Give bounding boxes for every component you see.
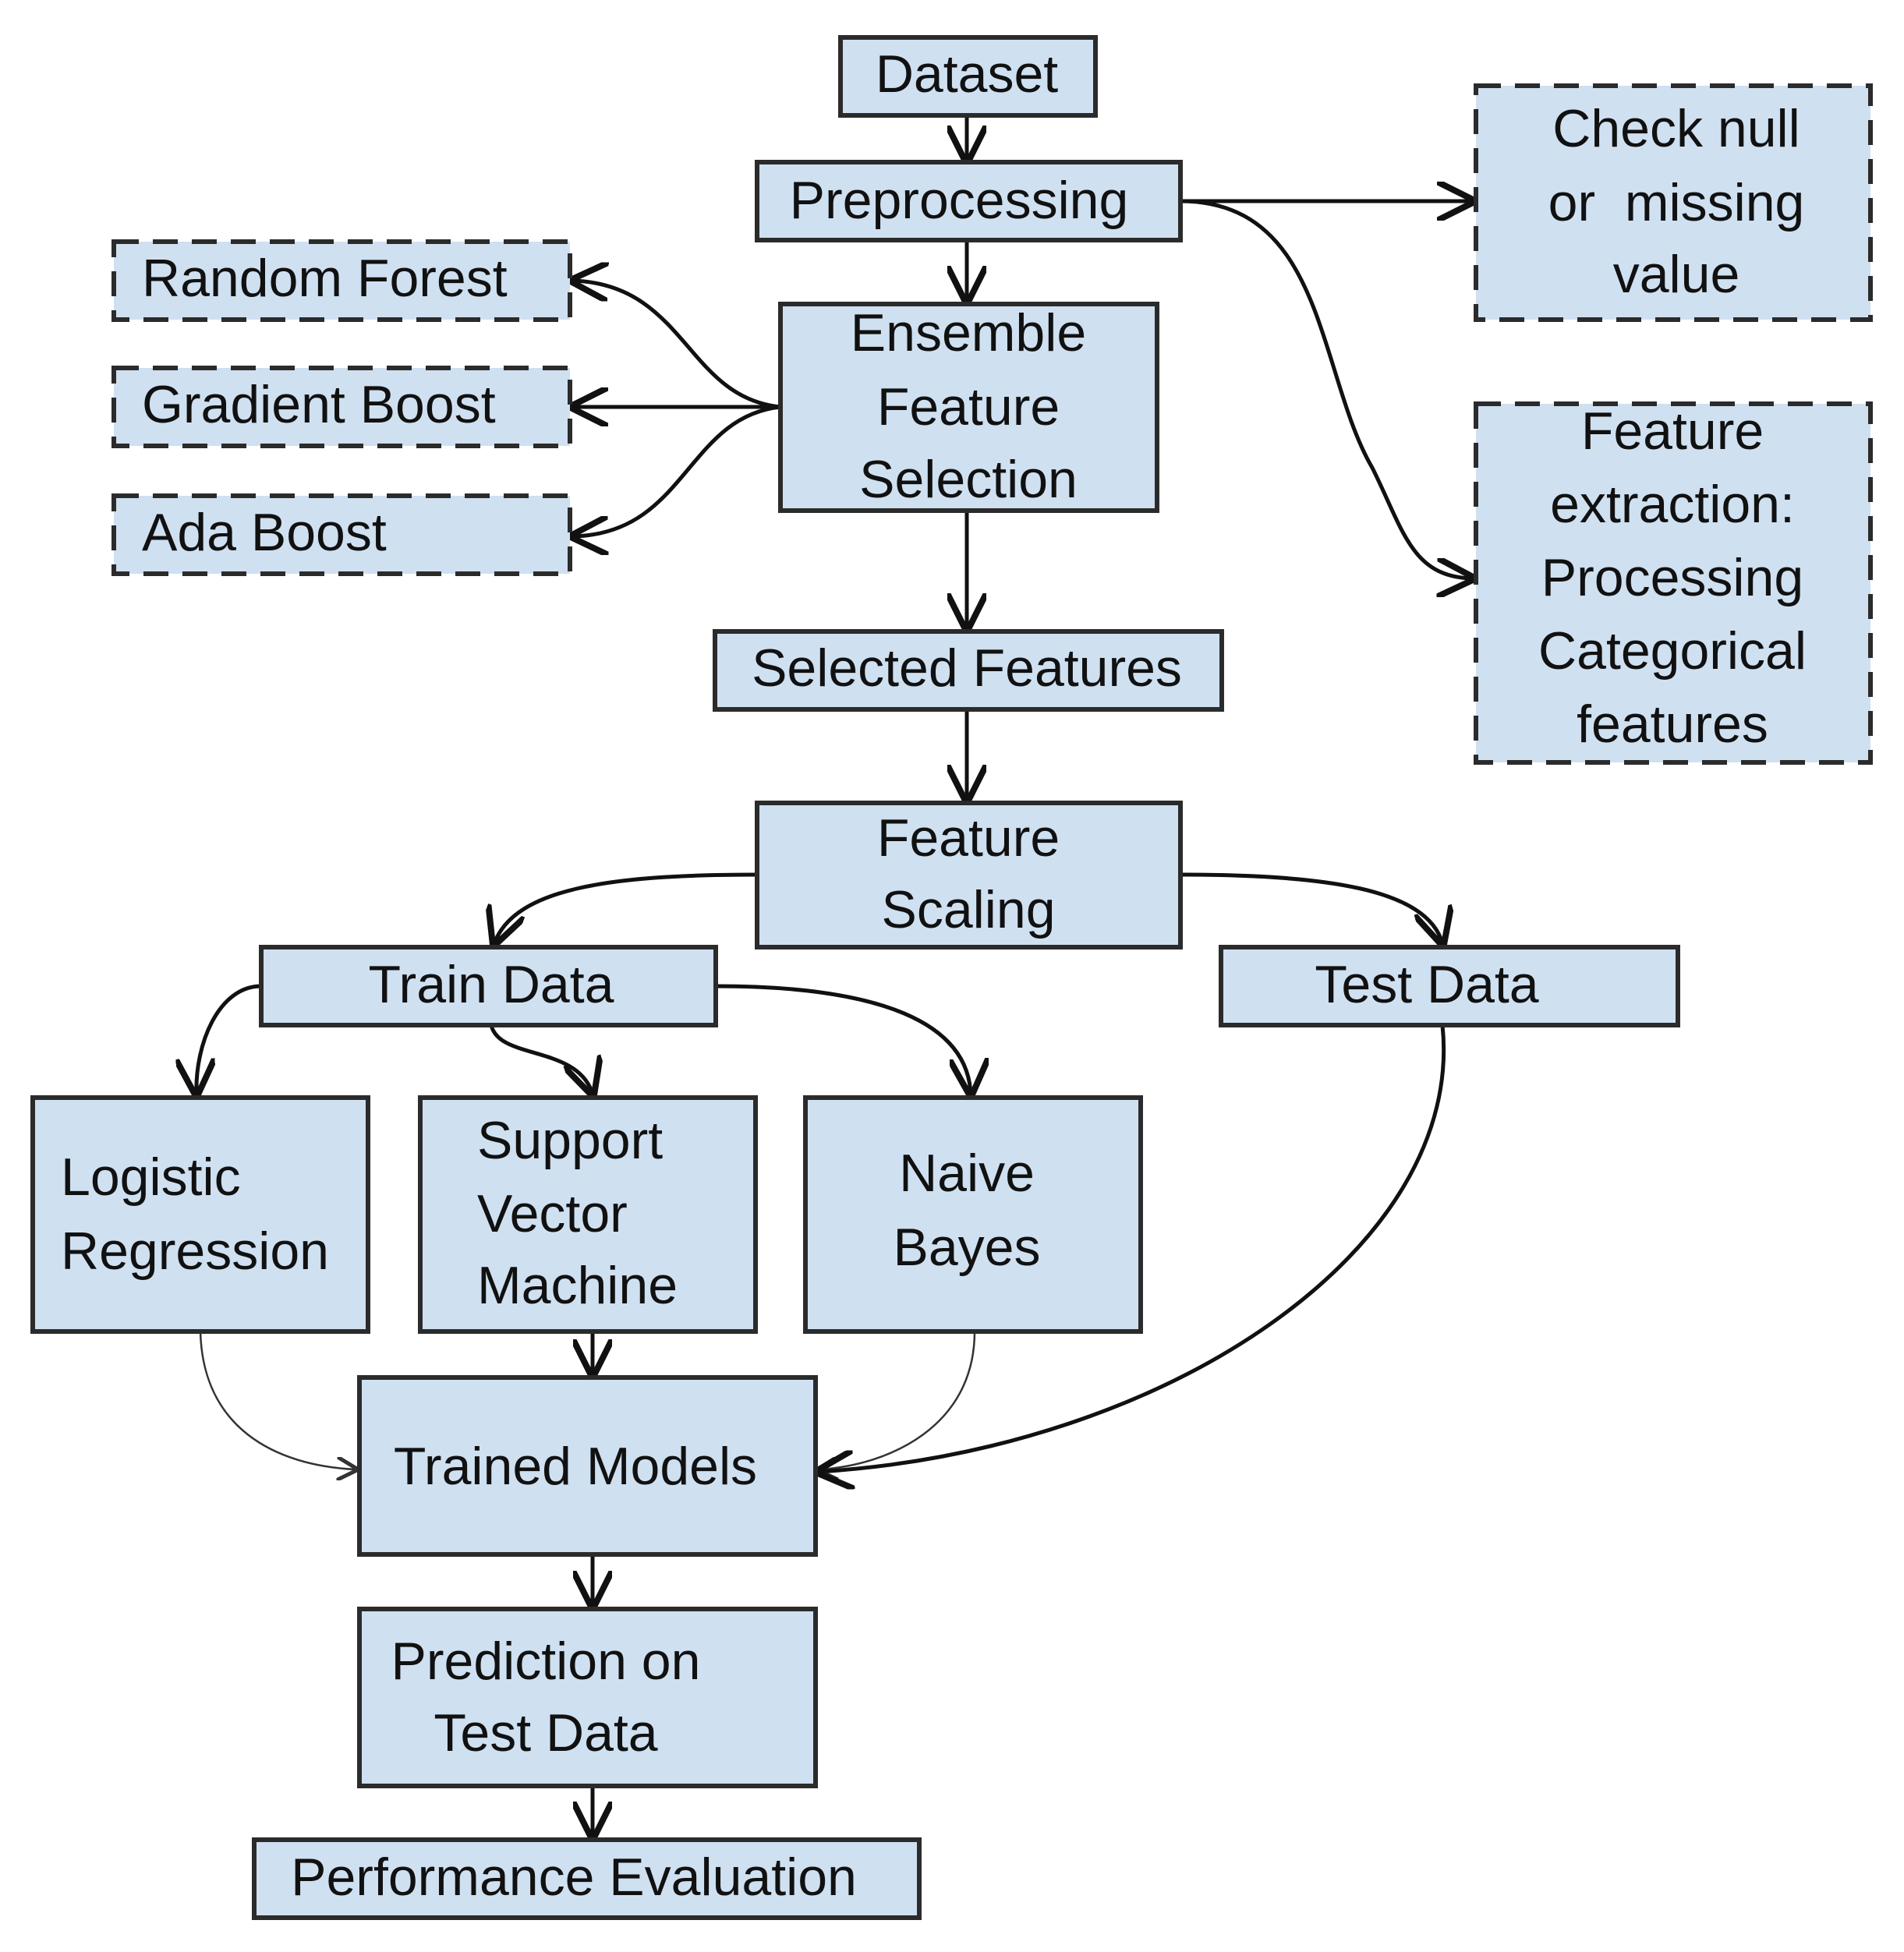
node-label-feature-extraction-line-4: Categorical bbox=[1538, 621, 1807, 681]
node-box-support-vector-machine bbox=[418, 1095, 758, 1334]
node-label-feature-scaling-line-2: Scaling bbox=[881, 880, 1055, 939]
node-label-gradient-boost-line-1: Gradient Boost bbox=[142, 375, 496, 434]
node-label-support-vector-machine-line-3: Machine bbox=[477, 1256, 678, 1315]
node-label-naive-bayes-line-1: Naive bbox=[899, 1144, 1035, 1203]
node-box-naive-bayes bbox=[803, 1095, 1143, 1334]
node-label-check-null-line-1: Check null bbox=[1552, 99, 1800, 158]
node-prediction-on-test-data: Prediction on Test Data bbox=[357, 1607, 818, 1788]
node-ada-boost: Ada Boost bbox=[111, 493, 572, 576]
node-box-preprocessing bbox=[755, 160, 1183, 242]
node-box-gradient-boost bbox=[111, 366, 572, 448]
node-box-train-data bbox=[259, 945, 718, 1027]
node-trained-models: Trained Models bbox=[357, 1375, 818, 1557]
node-dataset: Dataset bbox=[838, 35, 1098, 118]
node-label-check-null-line-2: or missing bbox=[1548, 173, 1805, 232]
node-label-dataset-line-1: Dataset bbox=[876, 44, 1058, 104]
node-label-support-vector-machine-line-2: Vector bbox=[477, 1184, 628, 1243]
node-label-feature-extraction-line-1: Feature bbox=[1581, 401, 1764, 461]
node-label-logistic-regression-line-2: Regression bbox=[61, 1222, 329, 1281]
node-random-forest: Random Forest bbox=[111, 239, 572, 322]
node-box-trained-models bbox=[357, 1375, 818, 1557]
node-label-prediction-on-test-data-line-2: Test Data bbox=[434, 1703, 657, 1763]
arrow-train-data-to-support-vector-machine bbox=[489, 1024, 593, 1094]
node-box-test-data bbox=[1219, 945, 1680, 1027]
arrow-test-data-to-trained-models bbox=[819, 1024, 1446, 1472]
node-label-support-vector-machine-line-1: Support bbox=[477, 1111, 663, 1170]
node-performance-evaluation: Performance Evaluation bbox=[252, 1837, 922, 1920]
node-box-ensemble-feature-selection bbox=[778, 302, 1159, 513]
node-preprocessing: Preprocessing bbox=[755, 160, 1183, 242]
node-label-ensemble-feature-selection-line-3: Selection bbox=[859, 450, 1078, 509]
node-label-selected-features-line-1: Selected Features bbox=[752, 638, 1182, 698]
node-label-feature-extraction-line-5: features bbox=[1577, 695, 1768, 754]
arrow-logistic-regression-to-trained-models bbox=[199, 1331, 356, 1469]
node-label-random-forest-line-1: Random Forest bbox=[142, 249, 508, 308]
node-selected-features: Selected Features bbox=[713, 629, 1224, 712]
node-label-feature-extraction-line-2: extraction: bbox=[1550, 475, 1795, 534]
node-label-ensemble-feature-selection-line-1: Ensemble bbox=[851, 303, 1086, 362]
arrow-ensemble-feature-selection-to-ada-boost bbox=[573, 405, 781, 536]
node-label-logistic-regression-line-1: Logistic bbox=[61, 1148, 241, 1207]
arrow-feature-scaling-to-test-data bbox=[1180, 872, 1442, 943]
node-label-train-data-line-1: Train Data bbox=[369, 955, 614, 1014]
arrow-naive-bayes-to-trained-models bbox=[819, 1331, 976, 1469]
node-label-prediction-on-test-data-line-1: Prediction on bbox=[391, 1632, 701, 1691]
arrow-preprocessing-to-feature-extraction bbox=[1180, 199, 1472, 578]
node-label-ensemble-feature-selection-line-2: Feature bbox=[877, 377, 1060, 437]
node-box-ada-boost bbox=[111, 493, 572, 576]
node-box-check-null bbox=[1474, 83, 1873, 322]
node-label-naive-bayes-line-2: Bayes bbox=[894, 1218, 1041, 1277]
node-box-feature-scaling bbox=[755, 801, 1183, 949]
node-box-feature-extraction bbox=[1474, 401, 1873, 765]
edges-layer bbox=[196, 115, 1472, 1837]
node-box-random-forest bbox=[111, 239, 572, 322]
node-box-dataset bbox=[838, 35, 1098, 118]
node-train-data: Train Data bbox=[259, 945, 718, 1027]
node-box-selected-features bbox=[713, 629, 1224, 712]
node-label-feature-extraction-line-3: Processing bbox=[1541, 548, 1803, 607]
node-label-test-data-line-1: Test Data bbox=[1315, 955, 1538, 1014]
arrow-train-data-to-logistic-regression bbox=[196, 984, 262, 1094]
node-gradient-boost: Gradient Boost bbox=[111, 366, 572, 448]
arrow-train-data-to-naive-bayes bbox=[715, 984, 971, 1094]
arrow-ensemble-feature-selection-to-random-forest bbox=[573, 281, 781, 409]
node-label-performance-evaluation-line-1: Performance Evaluation bbox=[291, 1848, 857, 1907]
node-check-null: Check null or missing value bbox=[1474, 83, 1873, 322]
node-label-preprocessing-line-1: Preprocessing bbox=[790, 171, 1129, 230]
node-label-trained-models-line-1: Trained Models bbox=[394, 1437, 757, 1496]
node-label-feature-scaling-line-1: Feature bbox=[877, 808, 1060, 868]
node-box-prediction-on-test-data bbox=[357, 1607, 818, 1788]
node-box-logistic-regression bbox=[30, 1095, 370, 1334]
node-box-performance-evaluation bbox=[252, 1837, 922, 1920]
node-test-data: Test Data bbox=[1219, 945, 1680, 1027]
node-label-check-null-line-3: value bbox=[1613, 245, 1740, 304]
node-label-ada-boost-line-1: Ada Boost bbox=[142, 503, 387, 562]
arrow-feature-scaling-to-train-data bbox=[494, 872, 758, 943]
